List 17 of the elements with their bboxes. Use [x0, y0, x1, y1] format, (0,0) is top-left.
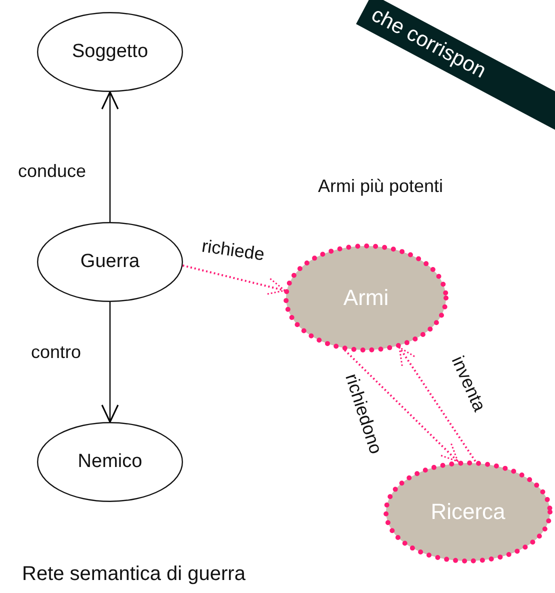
filled-ellipse	[384, 461, 552, 563]
note-text: Armi più potenti	[318, 176, 444, 197]
arrow	[398, 346, 476, 462]
diagram-title: Rete semantica di guerra	[22, 563, 246, 586]
arrow	[101, 302, 119, 423]
arrow	[344, 349, 459, 462]
ellipse	[37, 222, 183, 302]
node-label: Nemico	[78, 451, 142, 473]
ellipse	[37, 422, 183, 502]
filled-ellipse	[284, 244, 448, 352]
node-label: Ricerca	[430, 499, 506, 525]
ellipse	[37, 12, 183, 92]
arrow	[182, 264, 286, 295]
node-label: Soggetto	[72, 41, 148, 63]
arrow	[101, 91, 119, 222]
node-label: Armi	[343, 285, 389, 311]
node-label: Guerra	[80, 251, 140, 273]
